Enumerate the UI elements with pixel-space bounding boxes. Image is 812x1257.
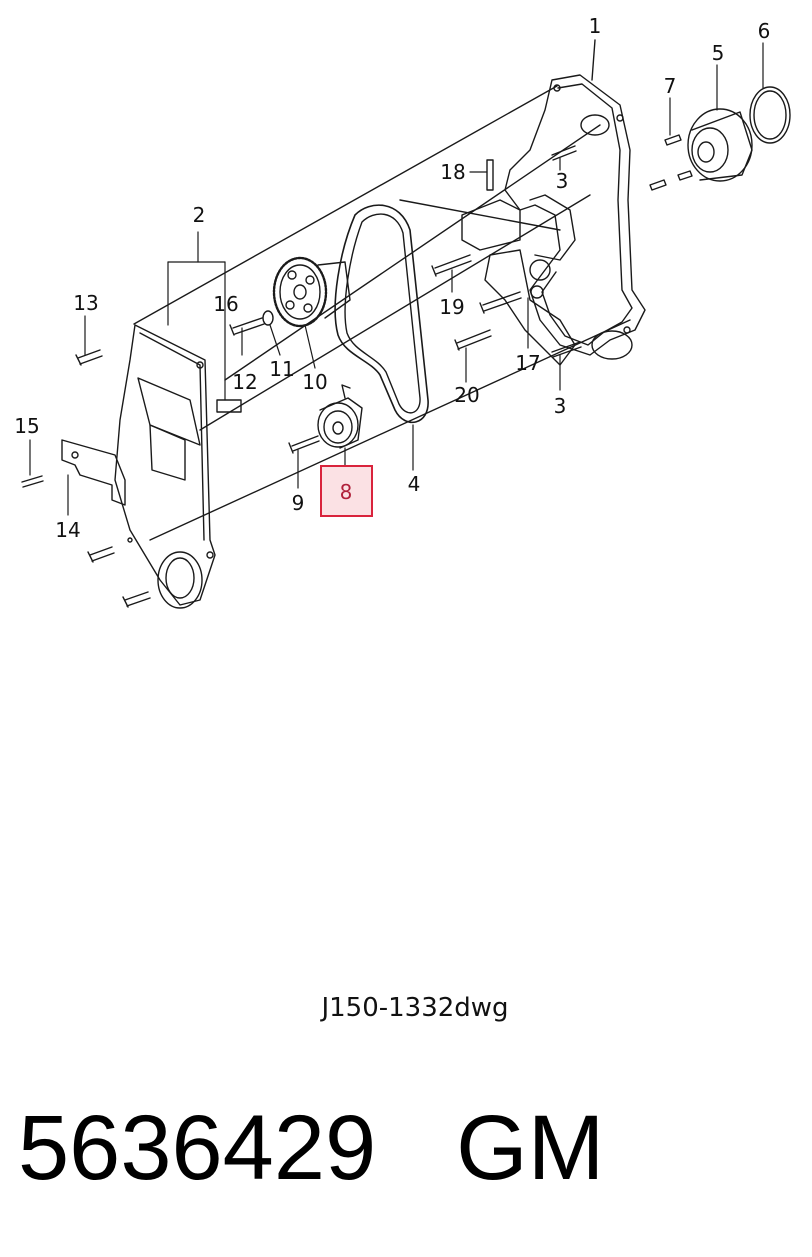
callout-5: 5 <box>712 41 725 65</box>
callout-1: 1 <box>589 14 602 38</box>
callout-3-lower: 3 <box>554 394 567 418</box>
callout-15: 15 <box>14 414 39 438</box>
callout-6: 6 <box>758 19 771 43</box>
cover-bolts <box>21 349 151 608</box>
callout-13: 13 <box>73 291 98 315</box>
leader-lines <box>133 39 631 541</box>
callout-17: 17 <box>515 351 540 375</box>
callout-2: 2 <box>193 203 206 227</box>
callout-7: 7 <box>664 74 677 98</box>
callout-8: 8 <box>340 480 353 504</box>
callout-20: 20 <box>454 383 479 407</box>
callout-16: 16 <box>213 292 238 316</box>
drawing-code: J150-1332dwg <box>321 993 509 1023</box>
sprocket-washer-bolt <box>229 310 274 336</box>
lower-cover-plate <box>61 439 126 506</box>
bracket-bolts <box>431 145 582 358</box>
camshaft-sprocket <box>272 256 351 328</box>
callout-14: 14 <box>55 518 80 542</box>
key <box>216 399 242 413</box>
rear-timing-cover <box>504 74 646 360</box>
part-info: 5636429 GM <box>18 1098 604 1198</box>
callout-10: 10 <box>302 370 327 394</box>
callout-18: 18 <box>440 160 465 184</box>
callout-3-upper: 3 <box>556 169 569 193</box>
callout-leaders <box>29 42 764 516</box>
water-pump <box>687 108 753 182</box>
o-ring <box>749 86 791 144</box>
callout-11: 11 <box>269 357 294 381</box>
pump-bolts <box>649 134 693 191</box>
engine-bracket <box>461 159 576 366</box>
front-timing-cover <box>114 324 216 609</box>
callout-12: 12 <box>232 370 257 394</box>
callout-4: 4 <box>408 472 421 496</box>
timing-belt <box>334 204 429 424</box>
callout-labels: 1 2 3 3 4 5 6 7 8 9 10 11 12 13 14 15 16… <box>14 14 770 542</box>
callout-9: 9 <box>292 491 305 515</box>
exploded-parts-diagram: 1 2 3 3 4 5 6 7 8 9 10 11 12 13 14 15 16… <box>14 14 791 609</box>
callout-19: 19 <box>439 295 464 319</box>
part-brand: GM <box>456 1097 605 1199</box>
belt-tensioner <box>288 384 363 454</box>
part-number: 5636429 <box>18 1097 377 1199</box>
highlight-box <box>320 465 373 517</box>
